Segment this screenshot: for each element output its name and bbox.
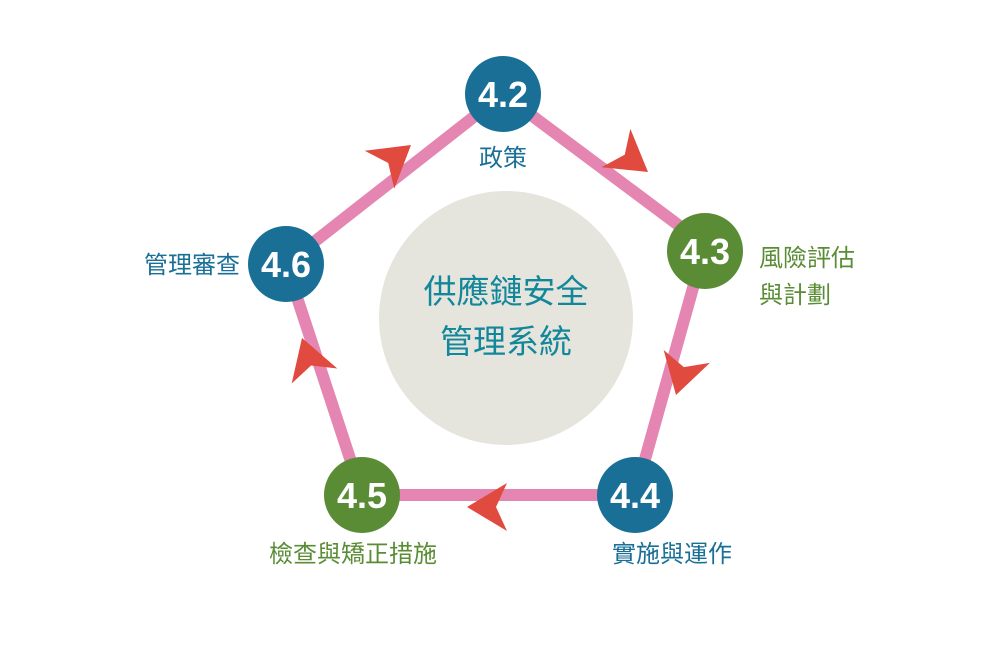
node-badge-4-4 (597, 457, 673, 533)
node-number-4-5: 4.5 (337, 475, 387, 516)
node-4-2: 4.2 政策 (465, 56, 541, 172)
arrow-left-icon (467, 483, 507, 531)
arrow-up-right-icon (364, 145, 411, 189)
node-label-4-6: 管理審查 (144, 251, 240, 279)
node-label-4-3-line1: 風險評估 (759, 244, 855, 272)
node-number-4-4: 4.4 (610, 475, 660, 516)
node-4-3: 4.3 風險評估 與計劃 (667, 213, 855, 309)
node-number-4-3: 4.3 (680, 231, 730, 272)
direction-arrows (291, 128, 710, 531)
arrow-right-icon (601, 128, 648, 172)
arrow-up-left-icon (291, 338, 338, 384)
path-segment-45-46 (280, 258, 368, 501)
node-label-4-3-line2: 與計劃 (759, 281, 831, 309)
node-number-4-6: 4.6 (261, 244, 311, 285)
center-circle (379, 191, 633, 445)
arrow-down-icon (663, 350, 710, 395)
node-4-5: 4.5 檢查與矯正措施 (269, 457, 437, 568)
path-segment-42-43 (497, 88, 711, 251)
node-4-4: 4.4 實施與運作 (597, 457, 732, 568)
node-badge-4-5 (324, 457, 400, 533)
node-4-6: 4.6 管理審查 (144, 226, 324, 302)
node-label-4-5: 檢查與矯正措施 (269, 540, 437, 568)
center-title-line2: 管理系統 (440, 322, 572, 361)
center-hub: 供應鏈安全 管理系統 (379, 191, 633, 445)
center-title-line1: 供應鏈安全 (424, 272, 589, 311)
node-number-4-2: 4.2 (478, 74, 528, 115)
node-badge-4-3 (667, 213, 743, 289)
node-badge-4-6 (248, 226, 324, 302)
node-label-4-4: 實施與運作 (612, 540, 732, 568)
node-badge-4-2 (465, 56, 541, 132)
node-label-4-2: 政策 (479, 144, 527, 172)
